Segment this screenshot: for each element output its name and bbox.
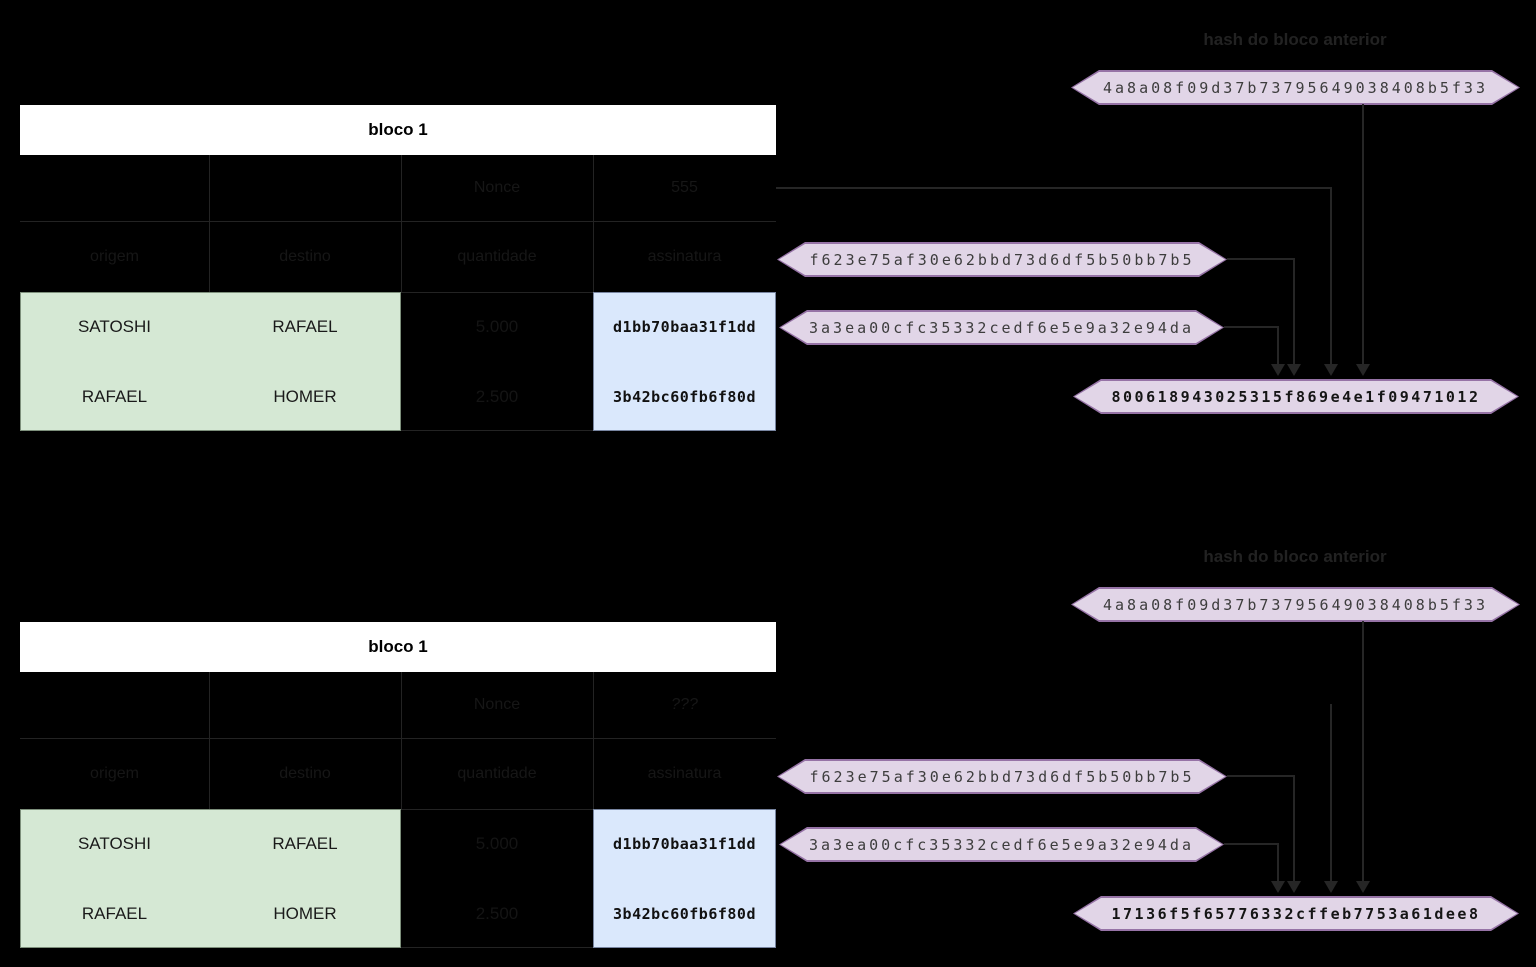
tx1-signature: d1bb70baa31f1dd xyxy=(613,835,756,853)
tx2-qty: 2.500 xyxy=(475,903,519,923)
block-diagram-1: bloco 1 Nonce 555 origem destino quantid… xyxy=(20,30,1536,431)
block-table: bloco 1 Nonce 555 origem destino quantid… xyxy=(20,105,776,431)
connector-txlist-vertical xyxy=(1293,775,1295,882)
tx2-signature: 3b42bc60fb6f80d xyxy=(613,387,756,406)
prev-hash-label: hash do bloco anterior xyxy=(1203,30,1387,49)
prev-hash-hexagon: 4a8a08f09d37b73795649038408b5f33 xyxy=(1071,70,1520,105)
column-divider xyxy=(209,672,210,809)
connector-txhash-horizontal xyxy=(1224,326,1277,328)
connector-nonce-vertical xyxy=(1330,704,1332,882)
block-diagram-2: bloco 1 Nonce ??? origem destino quantid… xyxy=(0,517,1536,967)
col-header-destino: destino xyxy=(279,764,331,782)
row-divider xyxy=(20,738,776,739)
tx-list-hash-hexagon: f623e75af30e62bbd73d6df5b50bb7b5 xyxy=(777,242,1227,277)
tx1-origin: SATOSHI xyxy=(77,834,152,853)
tx-hash-value: 3a3ea00cfc35332cedf6e5e9a32e94da xyxy=(809,318,1194,337)
connector-txhash-horizontal xyxy=(1224,843,1277,845)
column-divider xyxy=(401,672,402,809)
tx2-origin: RAFAEL xyxy=(81,903,148,923)
col-header-quantidade: quantidade xyxy=(457,764,537,782)
tx-hash-hexagon: 3a3ea00cfc35332cedf6e5e9a32e94da xyxy=(779,827,1224,862)
prev-hash-value: 4a8a08f09d37b73795649038408b5f33 xyxy=(1103,595,1488,614)
tx-hash-hexagon: 3a3ea00cfc35332cedf6e5e9a32e94da xyxy=(779,310,1224,345)
tx1-signature: d1bb70baa31f1dd xyxy=(613,318,756,336)
tx-list-hash-value: f623e75af30e62bbd73d6df5b50bb7b5 xyxy=(809,250,1195,269)
block-hash-hexagon: 17136f5f65776332cffeb7753a61dee8 xyxy=(1073,896,1519,931)
tx1-qty: 5.000 xyxy=(475,317,519,336)
col-header-assinatura: assinatura xyxy=(647,764,722,782)
tx-list-hash-value: f623e75af30e62bbd73d6df5b50bb7b5 xyxy=(809,767,1195,786)
tx1-dest: RAFAEL xyxy=(272,834,338,853)
arrow-down-icon xyxy=(1271,364,1285,376)
connector-txlist-vertical xyxy=(1293,258,1295,365)
arrow-down-icon xyxy=(1356,364,1370,376)
connector-nonce-horizontal xyxy=(776,187,1331,189)
arrow-down-icon xyxy=(1287,364,1301,376)
nonce-label: Nonce xyxy=(473,179,521,196)
arrow-down-icon xyxy=(1271,881,1285,893)
nonce-value: 555 xyxy=(671,179,698,196)
tx-list-hash-hexagon: f623e75af30e62bbd73d6df5b50bb7b5 xyxy=(777,759,1227,794)
origin-dest-box xyxy=(20,809,401,948)
tx-hash-value: 3a3ea00cfc35332cedf6e5e9a32e94da xyxy=(809,835,1194,854)
col-header-origem: origem xyxy=(90,764,139,782)
connector-prevhash-vertical xyxy=(1362,104,1364,365)
arrow-down-icon xyxy=(1287,881,1301,893)
column-divider xyxy=(209,155,210,292)
column-divider xyxy=(401,155,402,292)
block-hash-value: 800618943025315f869e4e1f09471012 xyxy=(1111,387,1481,406)
tx2-dest: HOMER xyxy=(273,386,337,406)
signature-box xyxy=(593,809,776,948)
prev-hash-value: 4a8a08f09d37b73795649038408b5f33 xyxy=(1103,78,1488,97)
column-divider xyxy=(593,155,594,292)
block-title: bloco 1 xyxy=(20,105,776,155)
col-header-origem: origem xyxy=(90,247,139,265)
connector-txlist-horizontal xyxy=(1227,775,1293,777)
arrow-down-icon xyxy=(1324,881,1338,893)
tx1-origin: SATOSHI xyxy=(77,317,152,336)
signature-box xyxy=(593,292,776,431)
origin-dest-box xyxy=(20,292,401,431)
arrow-down-icon xyxy=(1324,364,1338,376)
prev-hash-hexagon: 4a8a08f09d37b73795649038408b5f33 xyxy=(1071,587,1520,622)
prev-hash-label: hash do bloco anterior xyxy=(1203,547,1387,566)
col-header-quantidade: quantidade xyxy=(457,247,537,265)
block-title: bloco 1 xyxy=(20,622,776,672)
col-header-assinatura: assinatura xyxy=(647,247,722,265)
block-hash-hexagon: 800618943025315f869e4e1f09471012 xyxy=(1073,379,1519,414)
block-hash-value: 17136f5f65776332cffeb7753a61dee8 xyxy=(1111,904,1481,923)
tx2-dest: HOMER xyxy=(273,903,337,923)
tx2-origin: RAFAEL xyxy=(81,386,148,406)
arrow-down-icon xyxy=(1356,881,1370,893)
connector-txhash-vertical xyxy=(1277,326,1279,365)
connector-txlist-horizontal xyxy=(1227,258,1293,260)
nonce-label: Nonce xyxy=(473,696,521,713)
col-header-destino: destino xyxy=(279,247,331,265)
nonce-value: ??? xyxy=(671,696,698,713)
row-divider xyxy=(401,947,593,948)
tx1-qty: 5.000 xyxy=(475,834,519,853)
block-table: bloco 1 Nonce ??? origem destino quantid… xyxy=(20,622,776,948)
row-divider xyxy=(401,430,593,431)
tx2-qty: 2.500 xyxy=(475,386,519,406)
connector-prevhash-vertical xyxy=(1362,621,1364,882)
connector-nonce-vertical xyxy=(1330,187,1332,365)
connector-txhash-vertical xyxy=(1277,843,1279,882)
tx1-dest: RAFAEL xyxy=(272,317,338,336)
tx2-signature: 3b42bc60fb6f80d xyxy=(613,904,756,923)
column-divider xyxy=(593,672,594,809)
row-divider xyxy=(20,221,776,222)
